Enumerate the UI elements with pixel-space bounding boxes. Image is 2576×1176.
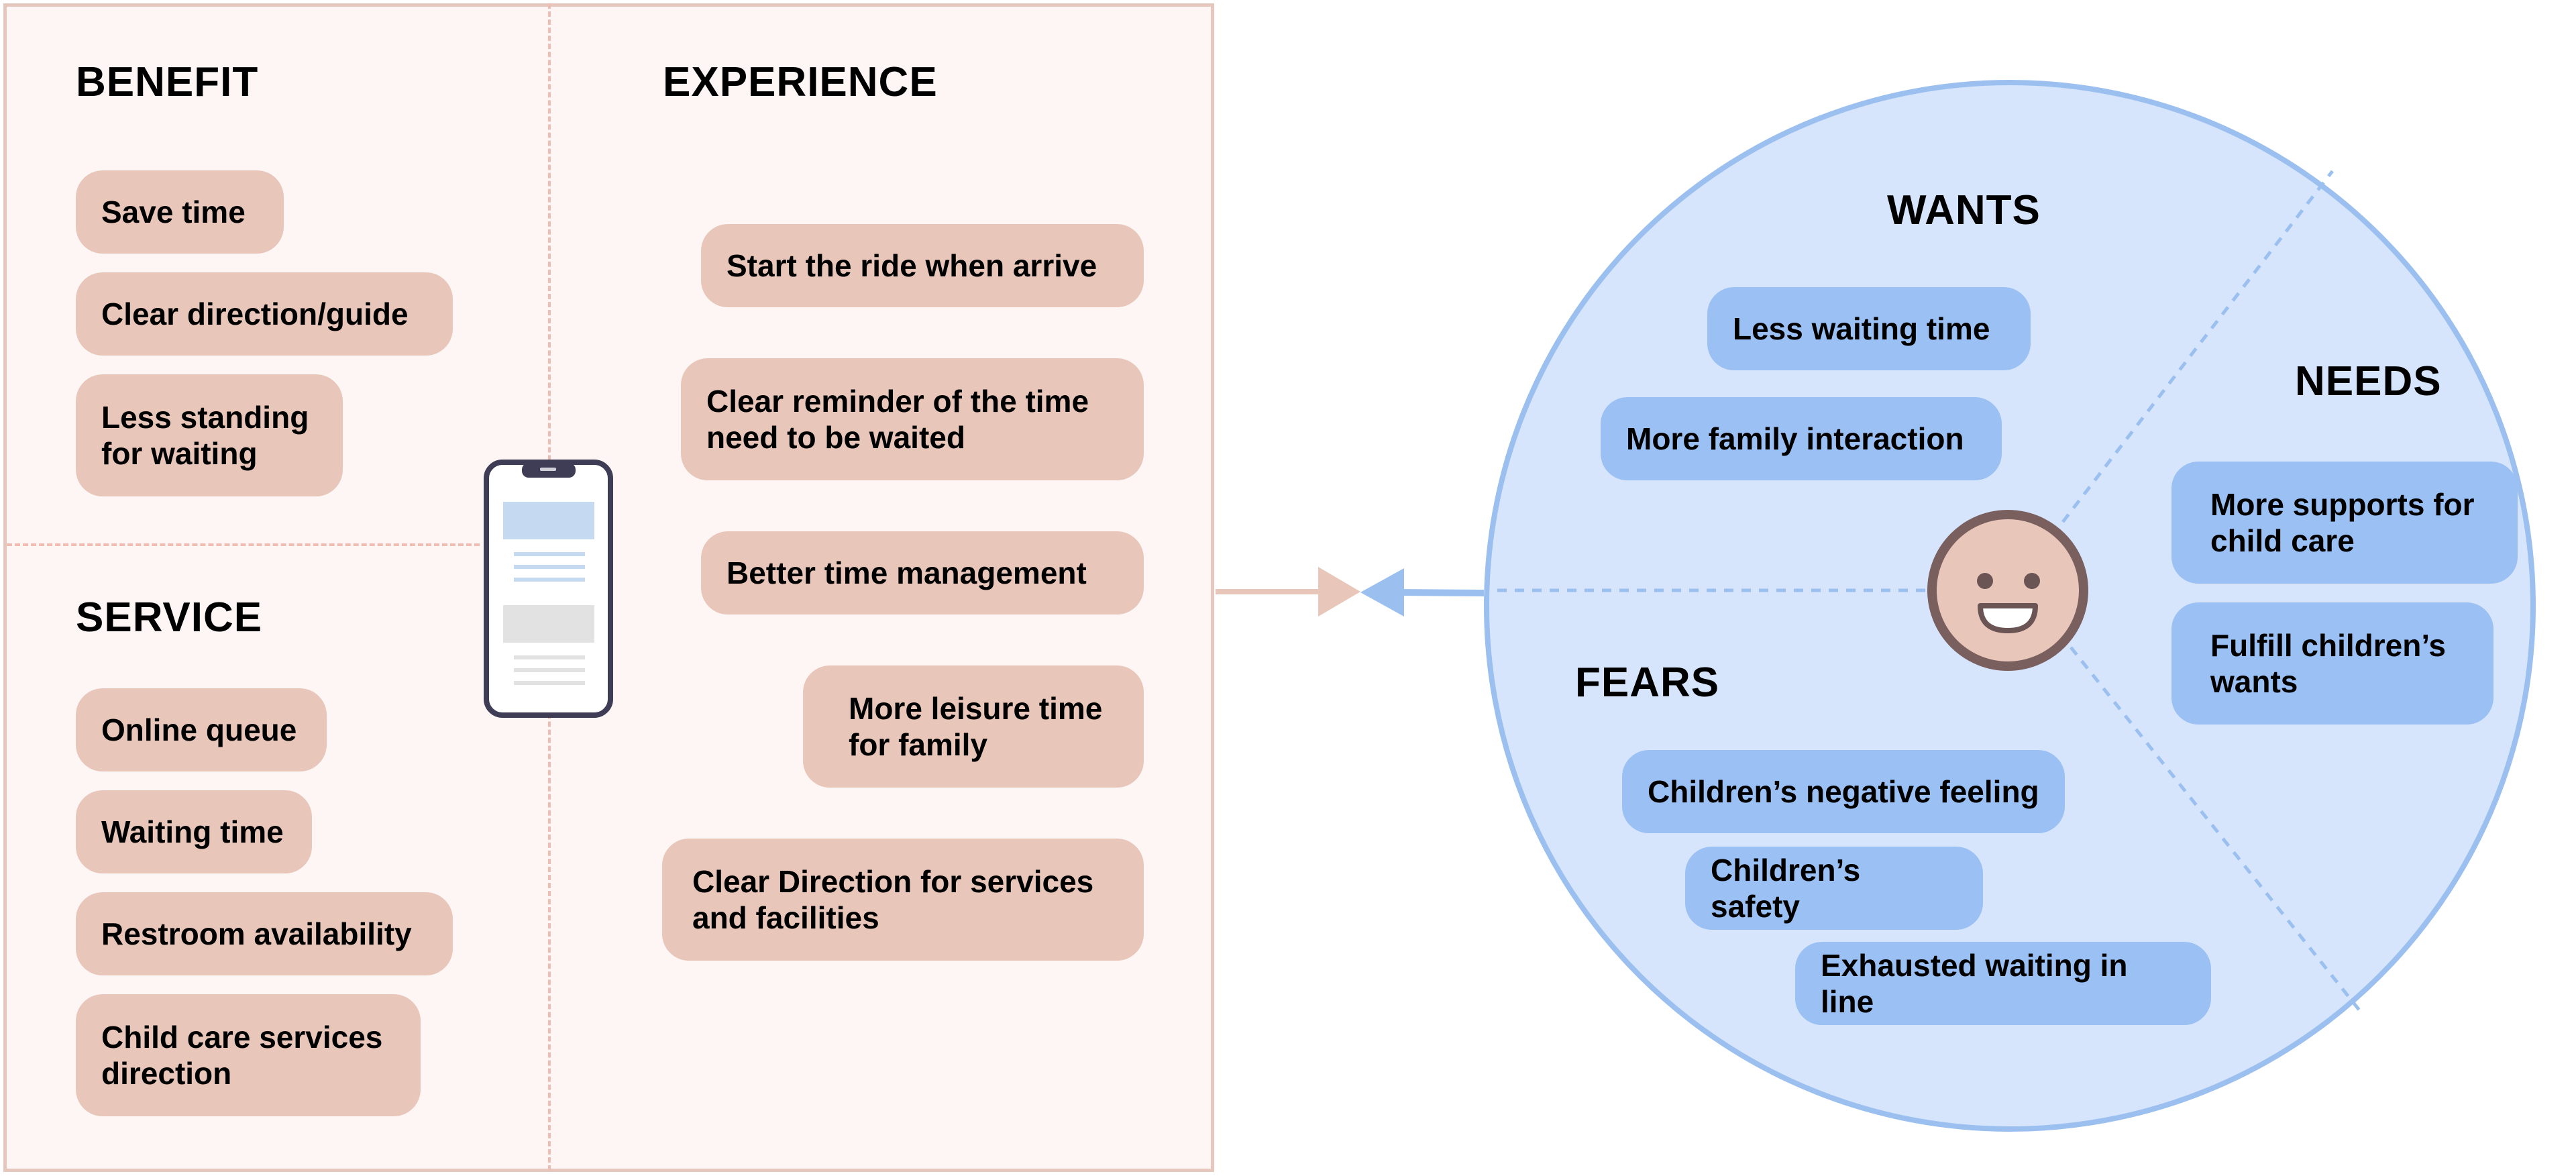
wants-heading: WANTS <box>1887 187 2041 233</box>
service-item-restroom: Restroom availability <box>76 892 453 975</box>
fears-item-exhausted-waiting: Exhausted waiting in line <box>1795 942 2211 1025</box>
panel-horizontal-divider <box>7 543 480 546</box>
benefit-item-less-standing: Less standing for waiting <box>76 374 343 496</box>
service-item-online-queue: Online queue <box>76 688 327 771</box>
benefit-item-save-time: Save time <box>76 170 284 254</box>
smartphone-icon <box>484 460 613 718</box>
benefit-heading: BENEFIT <box>76 59 259 105</box>
experience-item-time-management: Better time management <box>701 531 1144 614</box>
fears-item-safety: Children’s safety <box>1685 847 1983 930</box>
panel-arrow <box>1216 567 1360 617</box>
circle-dividers <box>1497 170 2364 1016</box>
service-heading: SERVICE <box>76 594 263 641</box>
needs-heading: NEEDS <box>2295 358 2442 405</box>
fears-heading: FEARS <box>1575 659 1720 706</box>
smiley-face-icon <box>1927 510 2088 671</box>
needs-item-child-care-support: More supports for child care <box>2171 462 2518 584</box>
benefit-item-clear-direction: Clear direction/guide <box>76 272 453 356</box>
wants-item-less-waiting: Less waiting time <box>1707 287 2031 370</box>
needs-item-fulfill-wants: Fulfill children’s wants <box>2171 602 2493 725</box>
experience-heading: EXPERIENCE <box>663 59 938 105</box>
wants-item-family-interaction: More family interaction <box>1601 397 2002 480</box>
experience-item-clear-reminder: Clear reminder of the time need to be wa… <box>681 358 1144 480</box>
experience-item-clear-direction: Clear Direction for services and facilit… <box>662 839 1144 961</box>
experience-item-start-ride: Start the ride when arrive <box>701 224 1144 307</box>
service-item-child-care: Child care services direction <box>76 994 421 1116</box>
service-item-waiting-time: Waiting time <box>76 790 312 873</box>
experience-item-leisure-time: More leisure time for family <box>803 665 1144 788</box>
fears-item-negative-feeling: Children’s negative feeling <box>1622 750 2065 833</box>
circle-arrow <box>1360 568 1485 617</box>
